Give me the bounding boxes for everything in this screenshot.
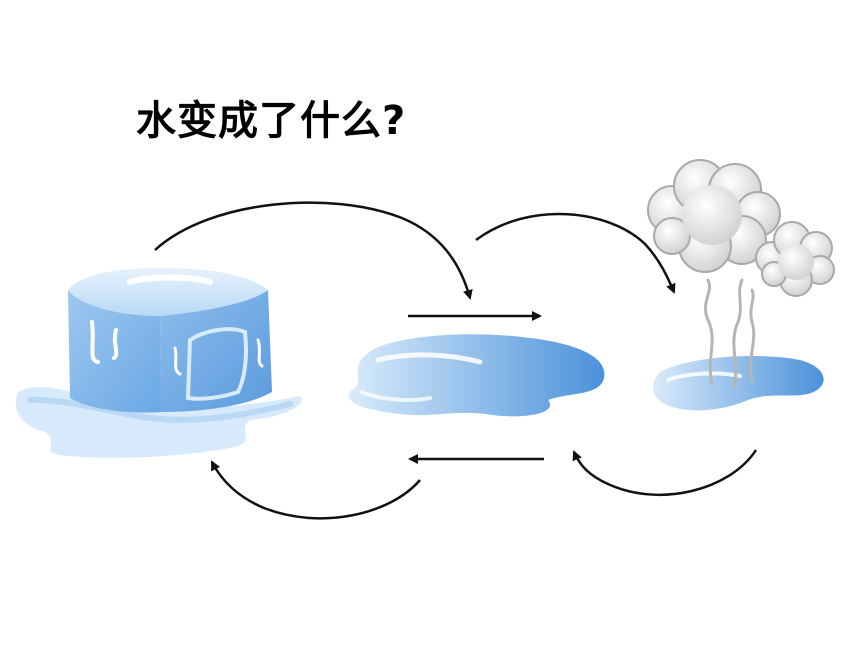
steam-cloud-icon [647,159,835,411]
arrow-ice-to-water [154,201,473,300]
arrow-vapor-to-water [572,449,758,497]
arrow-water-to-ice [210,460,421,520]
water-puddle-icon [348,334,605,417]
page-title: 水变成了什么? [136,98,407,144]
ice-cube-icon [15,268,302,458]
arrow-water-to-vapor [475,212,676,294]
